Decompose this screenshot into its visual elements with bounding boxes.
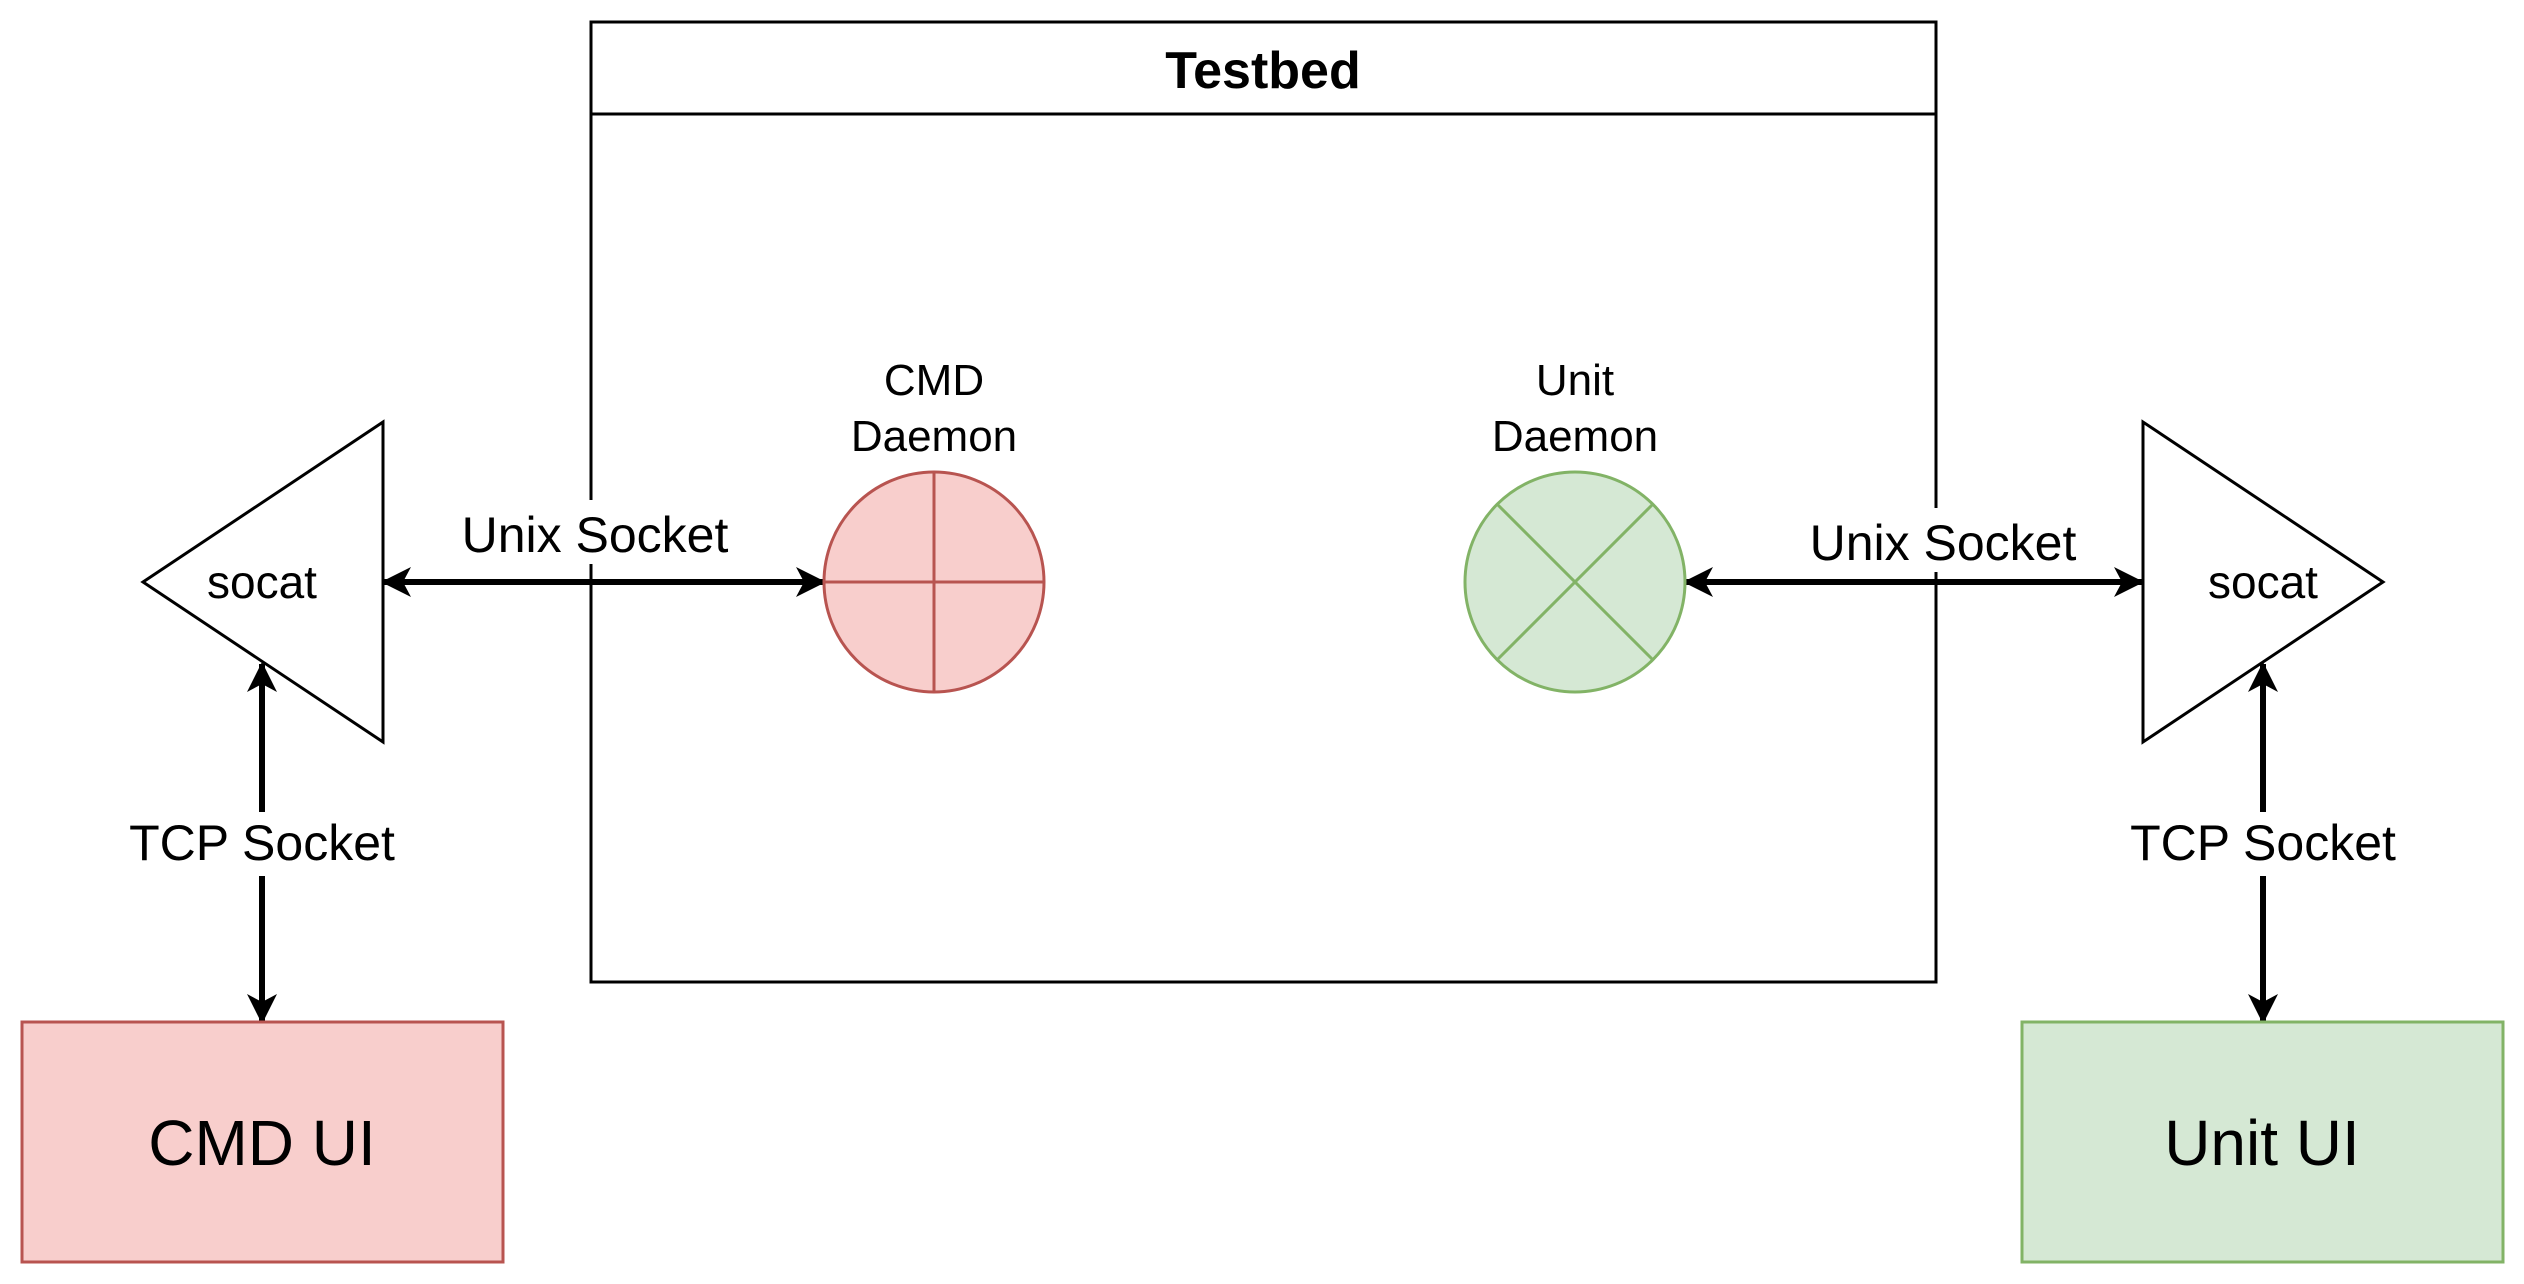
unit-daemon-label-line1: Unit: [1536, 356, 1614, 405]
unit-daemon-label-line2: Daemon: [1492, 412, 1658, 461]
right-socat-label: socat: [2208, 556, 2318, 608]
cmd-ui-node: CMD UI: [20, 1020, 505, 1264]
right-socat-node: socat: [2141, 419, 2386, 745]
left-unix-label-bg: [450, 500, 740, 564]
cmd-daemon-node: CMD Daemon: [822, 356, 1046, 694]
unit-ui-label: Unit UI: [2164, 1107, 2360, 1179]
unit-daemon-x-diag2: [1495, 502, 1655, 662]
left-unix-socket-edge: Unix Socket: [381, 500, 826, 597]
left-socat-node: socat: [140, 419, 385, 745]
left-tcp-label-bg: [118, 812, 406, 876]
unit-ui-box: [2020, 1020, 2505, 1264]
right-tcp-socket-edge: TCP Socket: [2119, 662, 2407, 1024]
left-tcp-socket-edge: TCP Socket: [118, 662, 406, 1024]
cmd-daemon-label-line2: Daemon: [851, 412, 1017, 461]
testbed-container: Testbed: [589, 20, 1938, 984]
cmd-ui-label: CMD UI: [148, 1107, 376, 1179]
left-socat-triangle: [140, 419, 385, 745]
cmd-daemon-label-line1: CMD: [884, 356, 984, 405]
left-unix-socket-label: Unix Socket: [462, 507, 729, 563]
right-tcp-label-bg: [2119, 812, 2407, 876]
unit-ui-node: Unit UI: [2020, 1020, 2505, 1264]
right-unix-socket-label: Unix Socket: [1810, 515, 2077, 571]
right-socat-triangle: [2141, 419, 2386, 745]
testbed-frame: [589, 20, 1938, 984]
right-unix-socket-edge: Unix Socket: [1683, 508, 2144, 597]
right-tcp-socket-label: TCP Socket: [2130, 815, 2396, 871]
left-socat-label: socat: [207, 556, 317, 608]
left-tcp-socket-label: TCP Socket: [129, 815, 395, 871]
right-unix-label-bg: [1798, 508, 2088, 572]
unit-daemon-node: Unit Daemon: [1463, 356, 1687, 694]
cmd-ui-box: [20, 1020, 505, 1264]
testbed-title: Testbed: [1165, 42, 1361, 100]
